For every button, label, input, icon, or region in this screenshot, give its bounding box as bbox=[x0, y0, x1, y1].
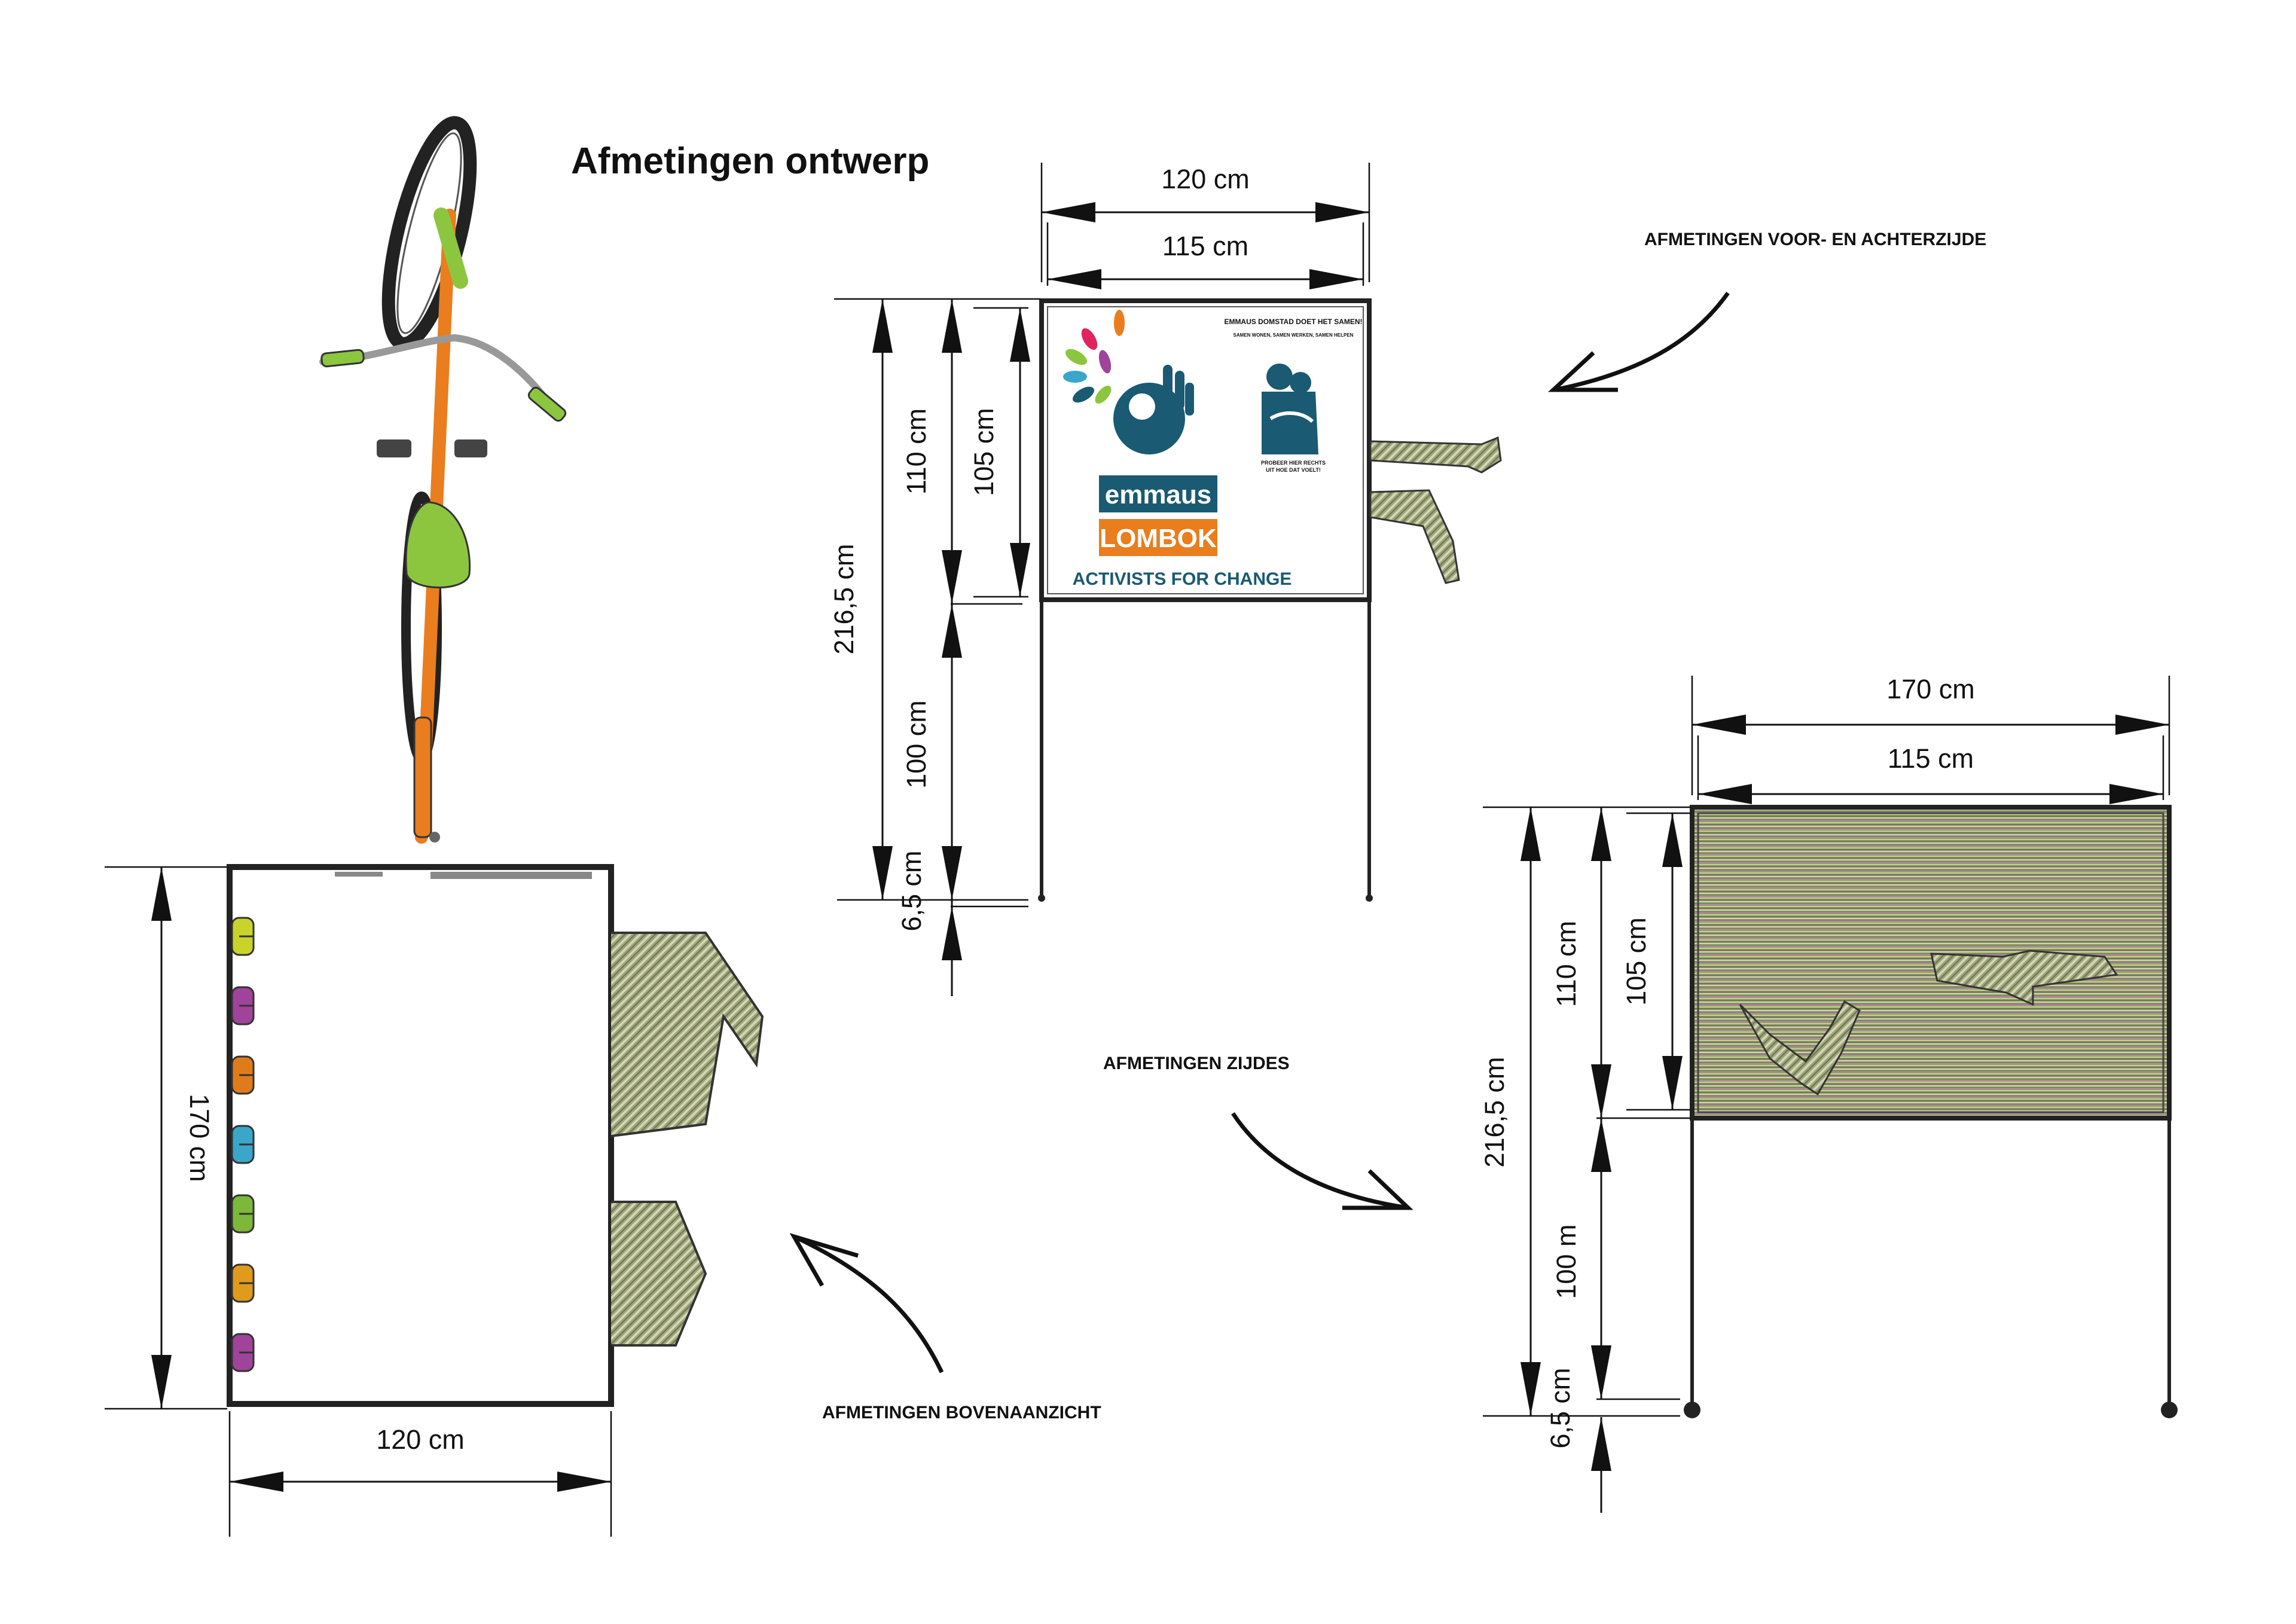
caption-front-back: AFMETINGEN VOOR- EN ACHTERZIJDE bbox=[1644, 230, 1986, 249]
arm-lower bbox=[1369, 489, 1460, 584]
top-view-depth-label: 170 cm bbox=[184, 1094, 215, 1182]
side-height-total-label: 216,5 cm bbox=[1479, 1057, 1510, 1167]
poster-headline: EMMAUS DOMSTAD DOET HET SAMEN! bbox=[1224, 318, 1362, 326]
emmaus-leaf-logo bbox=[1063, 310, 1194, 454]
handle bbox=[231, 1263, 255, 1303]
top-view: 170 cm 120 cm bbox=[105, 864, 764, 1537]
front-height-legs-label: 100 cm bbox=[901, 700, 932, 789]
front-view-frame bbox=[1039, 298, 1372, 602]
handle bbox=[231, 986, 255, 1025]
front-width-total-label: 120 cm bbox=[1161, 164, 1250, 194]
front-width-panel-label: 115 cm bbox=[1162, 231, 1248, 261]
arrow-sides bbox=[1231, 1112, 1409, 1210]
side-height-panel-frame-label: 110 cm bbox=[1551, 921, 1581, 1007]
poster-brand-top-box bbox=[1099, 475, 1217, 512]
side-height-foot-label: 6,5 cm bbox=[1545, 1367, 1576, 1448]
poster-brand-bottom-box bbox=[1099, 519, 1217, 556]
top-view-frame bbox=[227, 864, 614, 1407]
poster-brand-bottom: LOMBOK bbox=[1100, 524, 1217, 553]
front-view: EMMAUS DOMSTAD DOET HET SAMEN! SAMEN WON… bbox=[829, 163, 1502, 996]
poster-tagline: ACTIVISTS FOR CHANGE bbox=[1073, 569, 1292, 589]
arrow-top bbox=[793, 1234, 944, 1373]
poster-hug-caption-2: UIT HOE DAT VOELT! bbox=[1266, 467, 1321, 473]
top-view-width-label: 120 cm bbox=[376, 1424, 465, 1455]
poster-hug-caption-1: PROBEER HIER RECHTS bbox=[1261, 460, 1326, 466]
bicycle-illustration bbox=[319, 116, 567, 844]
panel-arm-right bbox=[1930, 950, 2118, 1006]
panel-arm-left bbox=[1739, 1000, 1861, 1096]
front-height-panel-label: 105 cm bbox=[969, 408, 999, 496]
side-height-legs-label: 100 m bbox=[1551, 1224, 1581, 1299]
page-title: Afmetingen ontwerp bbox=[571, 141, 929, 182]
side-view: 170 cm 115 cm 216,5 cm 110 cm 105 cm 100… bbox=[1479, 674, 2178, 1513]
poster-brand-top: emmaus bbox=[1105, 480, 1212, 509]
strap-upper bbox=[610, 932, 764, 1137]
handle bbox=[231, 1125, 255, 1164]
side-width-panel-label: 115 cm bbox=[1888, 743, 1974, 774]
handle bbox=[231, 1194, 255, 1234]
front-height-foot-label: 6,5 cm bbox=[896, 850, 927, 931]
handle bbox=[231, 917, 255, 956]
handle-row bbox=[231, 917, 255, 1372]
arm-upper bbox=[1369, 436, 1502, 474]
side-height-panel-label: 105 cm bbox=[1621, 917, 1651, 1006]
strap-lower bbox=[611, 1201, 707, 1347]
handle bbox=[231, 1333, 255, 1372]
handle bbox=[231, 1055, 255, 1095]
hug-icon bbox=[1262, 364, 1318, 454]
caption-sides: AFMETINGEN ZIJDES bbox=[1103, 1054, 1290, 1073]
front-height-panel-frame-label: 110 cm bbox=[901, 408, 932, 494]
poster-subline: SAMEN WONEN, SAMEN WERKEN, SAMEN HELPEN bbox=[1234, 332, 1354, 338]
arrow-front-back bbox=[1554, 291, 1730, 392]
caption-top: AFMETINGEN BOVENAANZICHT bbox=[822, 1403, 1101, 1422]
front-height-total-label: 216,5 cm bbox=[829, 544, 859, 654]
side-width-total-label: 170 cm bbox=[1886, 674, 1975, 704]
